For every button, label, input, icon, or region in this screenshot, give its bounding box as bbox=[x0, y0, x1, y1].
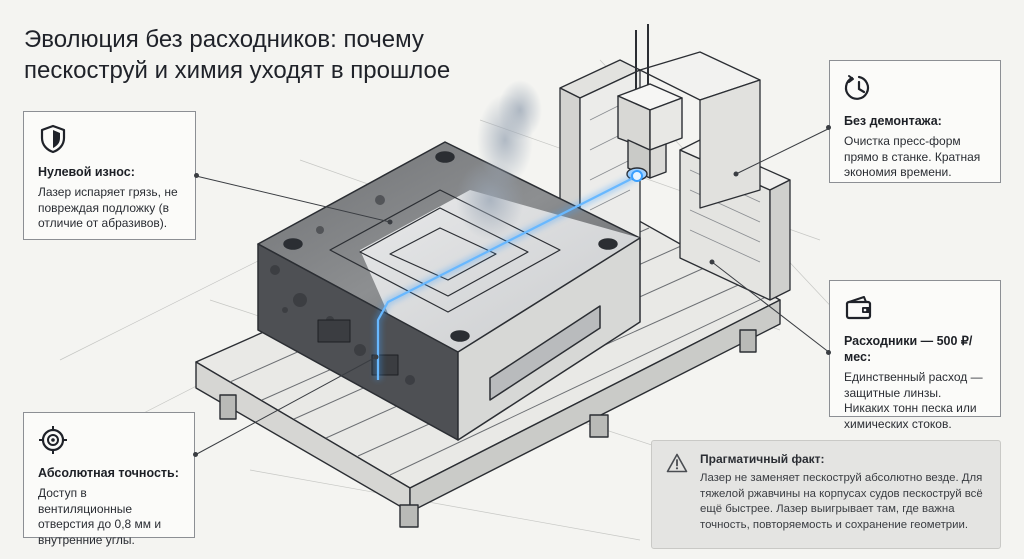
pragmatic-fact-text: Лазер не заменяет пескоструй абсолютно в… bbox=[700, 472, 983, 531]
page-title-line-1: Эволюция без расходников: почему bbox=[24, 26, 424, 53]
warning-icon bbox=[666, 453, 688, 473]
card-consumables-text: Единственный расход — защитные линзы. Ни… bbox=[844, 370, 983, 431]
card-no-disassembly-text: Очистка пресс-форм прямо в станке. Кратн… bbox=[844, 134, 981, 179]
card-precision: Абсолютная точность: Доступ в вентиляцио… bbox=[23, 412, 195, 547]
page-title-line-2: пескоструй и химия уходят в прошлое bbox=[24, 57, 451, 84]
card-consumables: Расходники — 500 ₽/мес: Единственный рас… bbox=[829, 280, 1001, 431]
laser-head bbox=[617, 24, 683, 181]
target-icon bbox=[39, 426, 67, 454]
gantry-frame bbox=[559, 51, 791, 301]
card-no-disassembly-heading: Без демонтажа: bbox=[844, 114, 942, 128]
page-title: Эволюция без расходников: почему пескост… bbox=[24, 24, 564, 86]
card-zero-wear: Нулевой износ: Лазер испаряет грязь, не … bbox=[23, 111, 196, 240]
pragmatic-fact-heading: Прагматичный факт: bbox=[700, 452, 825, 466]
card-precision-text: Доступ в вентиляционные отверстия до 0,8… bbox=[38, 486, 162, 547]
card-zero-wear-heading: Нулевой износ: bbox=[38, 165, 135, 179]
leader-lines bbox=[194, 127, 831, 456]
card-precision-heading: Абсолютная точность: bbox=[38, 466, 179, 480]
card-no-disassembly: Без демонтажа: Очистка пресс-форм прямо … bbox=[829, 60, 1001, 183]
laser-beam bbox=[374, 170, 643, 380]
pragmatic-fact-box: Прагматичный факт: Лазер не заменяет пес… bbox=[651, 440, 1001, 549]
card-consumables-heading: Расходники — 500 ₽/мес: bbox=[844, 334, 973, 364]
card-zero-wear-connector bbox=[194, 173, 199, 178]
mold-block bbox=[257, 141, 641, 441]
shield-icon bbox=[40, 124, 66, 154]
clock-icon bbox=[844, 75, 870, 100]
card-consumables-connector bbox=[826, 350, 831, 355]
wallet-icon bbox=[845, 296, 872, 320]
card-zero-wear-text: Лазер испаряет грязь, не повреждая подло… bbox=[38, 185, 178, 230]
smoke-plume bbox=[456, 80, 542, 240]
card-precision-connector bbox=[193, 452, 198, 457]
card-no-disassembly-connector bbox=[826, 125, 831, 130]
